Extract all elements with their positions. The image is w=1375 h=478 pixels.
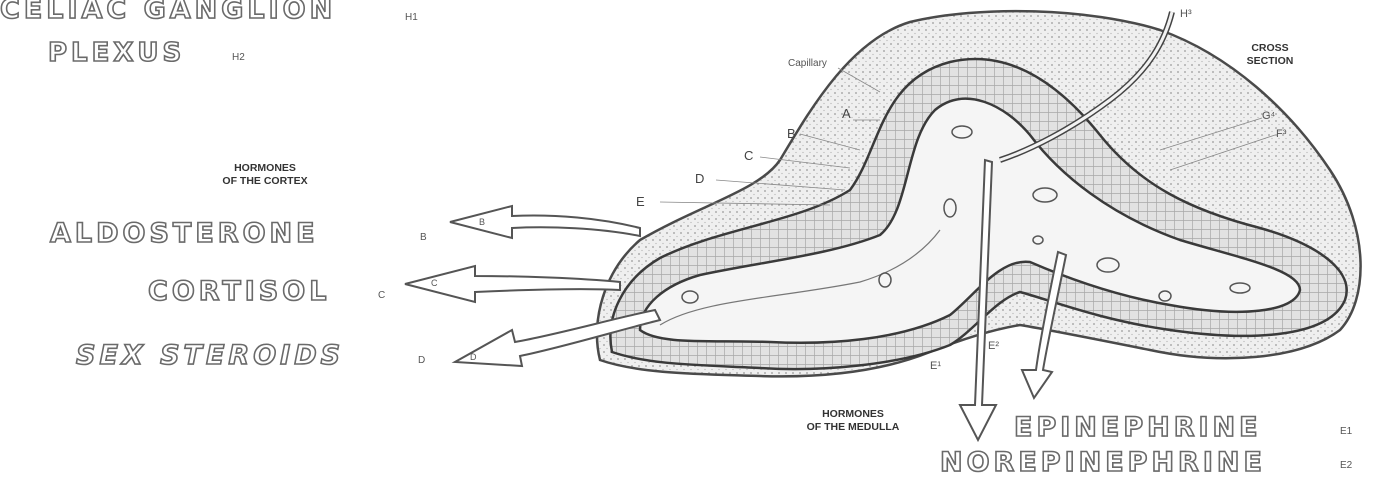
cortex-heading: HORMONES OF THE CORTEX [190,162,340,188]
e2-label: E² [988,340,999,352]
cortisol-arrow-tag: C [431,278,438,288]
layer-label-d: D [695,171,704,186]
capillary-label: Capillary [788,58,827,69]
f-label: F³ [1276,128,1286,140]
aldosterone-sub: B [420,232,427,243]
norepinephrine-sub: E2 [1340,460,1352,471]
plexus-sub: H2 [232,52,245,63]
medulla-heading: HORMONES OF THE MEDULLA [768,408,938,434]
norepinephrine-label: NOREPINEPHRINE [940,447,1266,478]
h-label: H³ [1180,8,1192,20]
aldosterone-arrow-tag: B [479,217,485,227]
sex-steroids-sub: D [418,355,425,366]
aldosterone-label: ALDOSTERONE [50,218,319,249]
celiac-ganglion-title: CELIAC GANGLION [0,0,336,25]
epinephrine-label: EPINEPHRINE [1014,412,1262,443]
cortisol-sub: C [378,290,385,301]
e1-label: E¹ [930,360,941,372]
plexus-title: PLEXUS [48,38,185,68]
epinephrine-sub: E1 [1340,426,1352,437]
celiac-ganglion-sub: H1 [405,12,418,23]
layer-label-e: E [636,194,645,209]
cross-section-heading: CROSS SECTION [1230,42,1310,68]
layer-label-c: C [744,148,753,163]
sex-steroids-label: SEX STEROIDS [76,340,344,371]
layer-label-a: A [842,106,851,121]
layer-label-b: B [787,126,796,141]
sex-steroids-arrow-tag: D [470,352,477,362]
g-label: G⁴ [1262,110,1275,122]
cortisol-label: CORTISOL [148,276,330,307]
